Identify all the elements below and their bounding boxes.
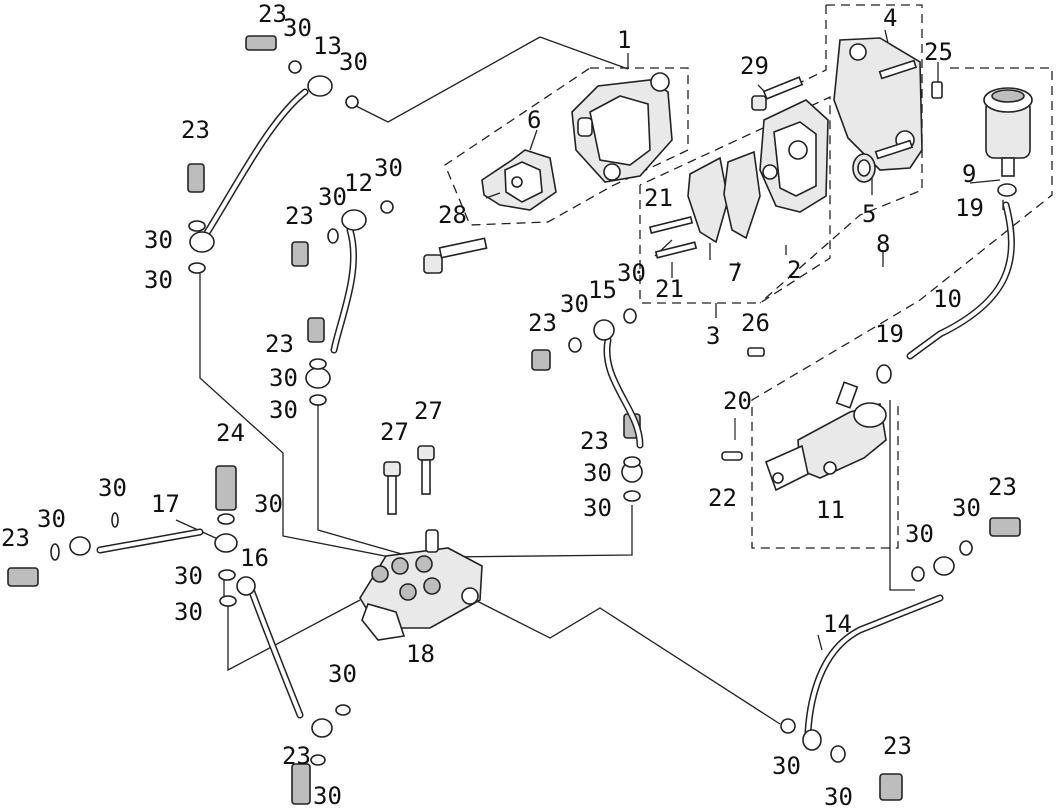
callout-21-top: 21 [644, 184, 673, 212]
callout-30-k: 30 [583, 459, 612, 487]
callout-12: 12 [344, 169, 373, 197]
caliper-body [759, 99, 829, 213]
callout-18: 18 [406, 640, 435, 668]
callout-17: 17 [151, 490, 180, 518]
callout-23-e: 23 [528, 309, 557, 337]
mounting-plate [833, 37, 923, 171]
callout-5: 5 [862, 200, 876, 228]
callout-30-l: 30 [583, 494, 612, 522]
pad-pins [648, 216, 698, 259]
clevis-pin-and-cotter [721, 418, 743, 461]
callout-3: 3 [706, 322, 720, 350]
callout-30-p: 30 [174, 562, 203, 590]
callout-2: 2 [787, 256, 801, 284]
callout-19-top: 19 [955, 194, 984, 222]
callout-25: 25 [924, 38, 953, 66]
callout-30-o: 30 [98, 474, 127, 502]
bolts [383, 76, 943, 515]
callout-16: 16 [240, 544, 269, 572]
callout-30-t: 30 [772, 752, 801, 780]
callout-30-r: 30 [328, 660, 357, 688]
callout-23-j: 23 [883, 732, 912, 760]
callout-26: 26 [741, 309, 770, 337]
callout-23-a: 23 [258, 0, 287, 28]
callout-4: 4 [883, 4, 897, 32]
piston-boot [852, 153, 876, 183]
callout-30-m: 30 [254, 490, 283, 518]
callout-6: 6 [527, 106, 541, 134]
hose-banjo-fittings [69, 75, 955, 751]
callout-30-q: 30 [174, 598, 203, 626]
callout-8: 8 [876, 230, 890, 258]
caliper-bracket [481, 149, 557, 211]
callout-14: 14 [823, 610, 852, 638]
callout-30-b: 30 [339, 48, 368, 76]
callout-23-c: 23 [285, 202, 314, 230]
brake-fluid-reservoir [983, 87, 1033, 177]
brake-distribution-block [359, 529, 483, 641]
callout-28: 28 [438, 201, 467, 229]
brake-caliper [571, 72, 673, 183]
callout-30-s: 30 [313, 782, 342, 810]
callout-23-g: 23 [1, 524, 30, 552]
callout-23-b: 23 [181, 116, 210, 144]
callout-13: 13 [313, 32, 342, 60]
callout-20: 20 [723, 387, 752, 415]
callout-22: 22 [708, 484, 737, 512]
callout-30-w: 30 [952, 494, 981, 522]
callout-30-h: 30 [269, 396, 298, 424]
callout-30-i: 30 [560, 290, 589, 318]
callout-30-d: 30 [144, 266, 173, 294]
callout-labels: 1 2 3 4 5 6 7 8 9 10 11 12 13 14 15 16 1… [1, 0, 1017, 811]
sealing-washers [50, 60, 973, 766]
callout-30-c: 30 [144, 226, 173, 254]
callout-11: 11 [816, 496, 845, 524]
callout-29: 29 [740, 52, 769, 80]
callout-23-f: 23 [580, 427, 609, 455]
brake-pads [687, 150, 761, 244]
callout-30-v: 30 [905, 520, 934, 548]
callout-27-b: 27 [414, 397, 443, 425]
callout-23-h: 23 [988, 473, 1017, 501]
callout-30-u: 30 [824, 783, 853, 811]
callout-7: 7 [728, 259, 742, 287]
callout-10: 10 [933, 285, 962, 313]
callout-15: 15 [588, 276, 617, 304]
callout-24: 24 [216, 419, 245, 447]
callout-30-n: 30 [37, 505, 66, 533]
callout-30-e: 30 [318, 183, 347, 211]
callout-1: 1 [617, 26, 631, 54]
brake-hoses [96, 88, 944, 736]
callout-27-a: 27 [380, 418, 409, 446]
reservoir-hose [906, 201, 1015, 360]
group-outlines [444, 4, 1053, 549]
callout-23-d: 23 [265, 330, 294, 358]
callout-30-g: 30 [269, 364, 298, 392]
callout-23-i: 23 [282, 742, 311, 770]
hose-clamps [876, 183, 1017, 384]
callout-30-j: 30 [617, 259, 646, 287]
callout-9: 9 [962, 160, 976, 188]
callout-30-f: 30 [374, 154, 403, 182]
callout-19-bottom: 19 [875, 320, 904, 348]
master-cylinder [764, 381, 887, 492]
callout-30-a: 30 [283, 14, 312, 42]
callout-21-bottom: 21 [655, 275, 684, 303]
